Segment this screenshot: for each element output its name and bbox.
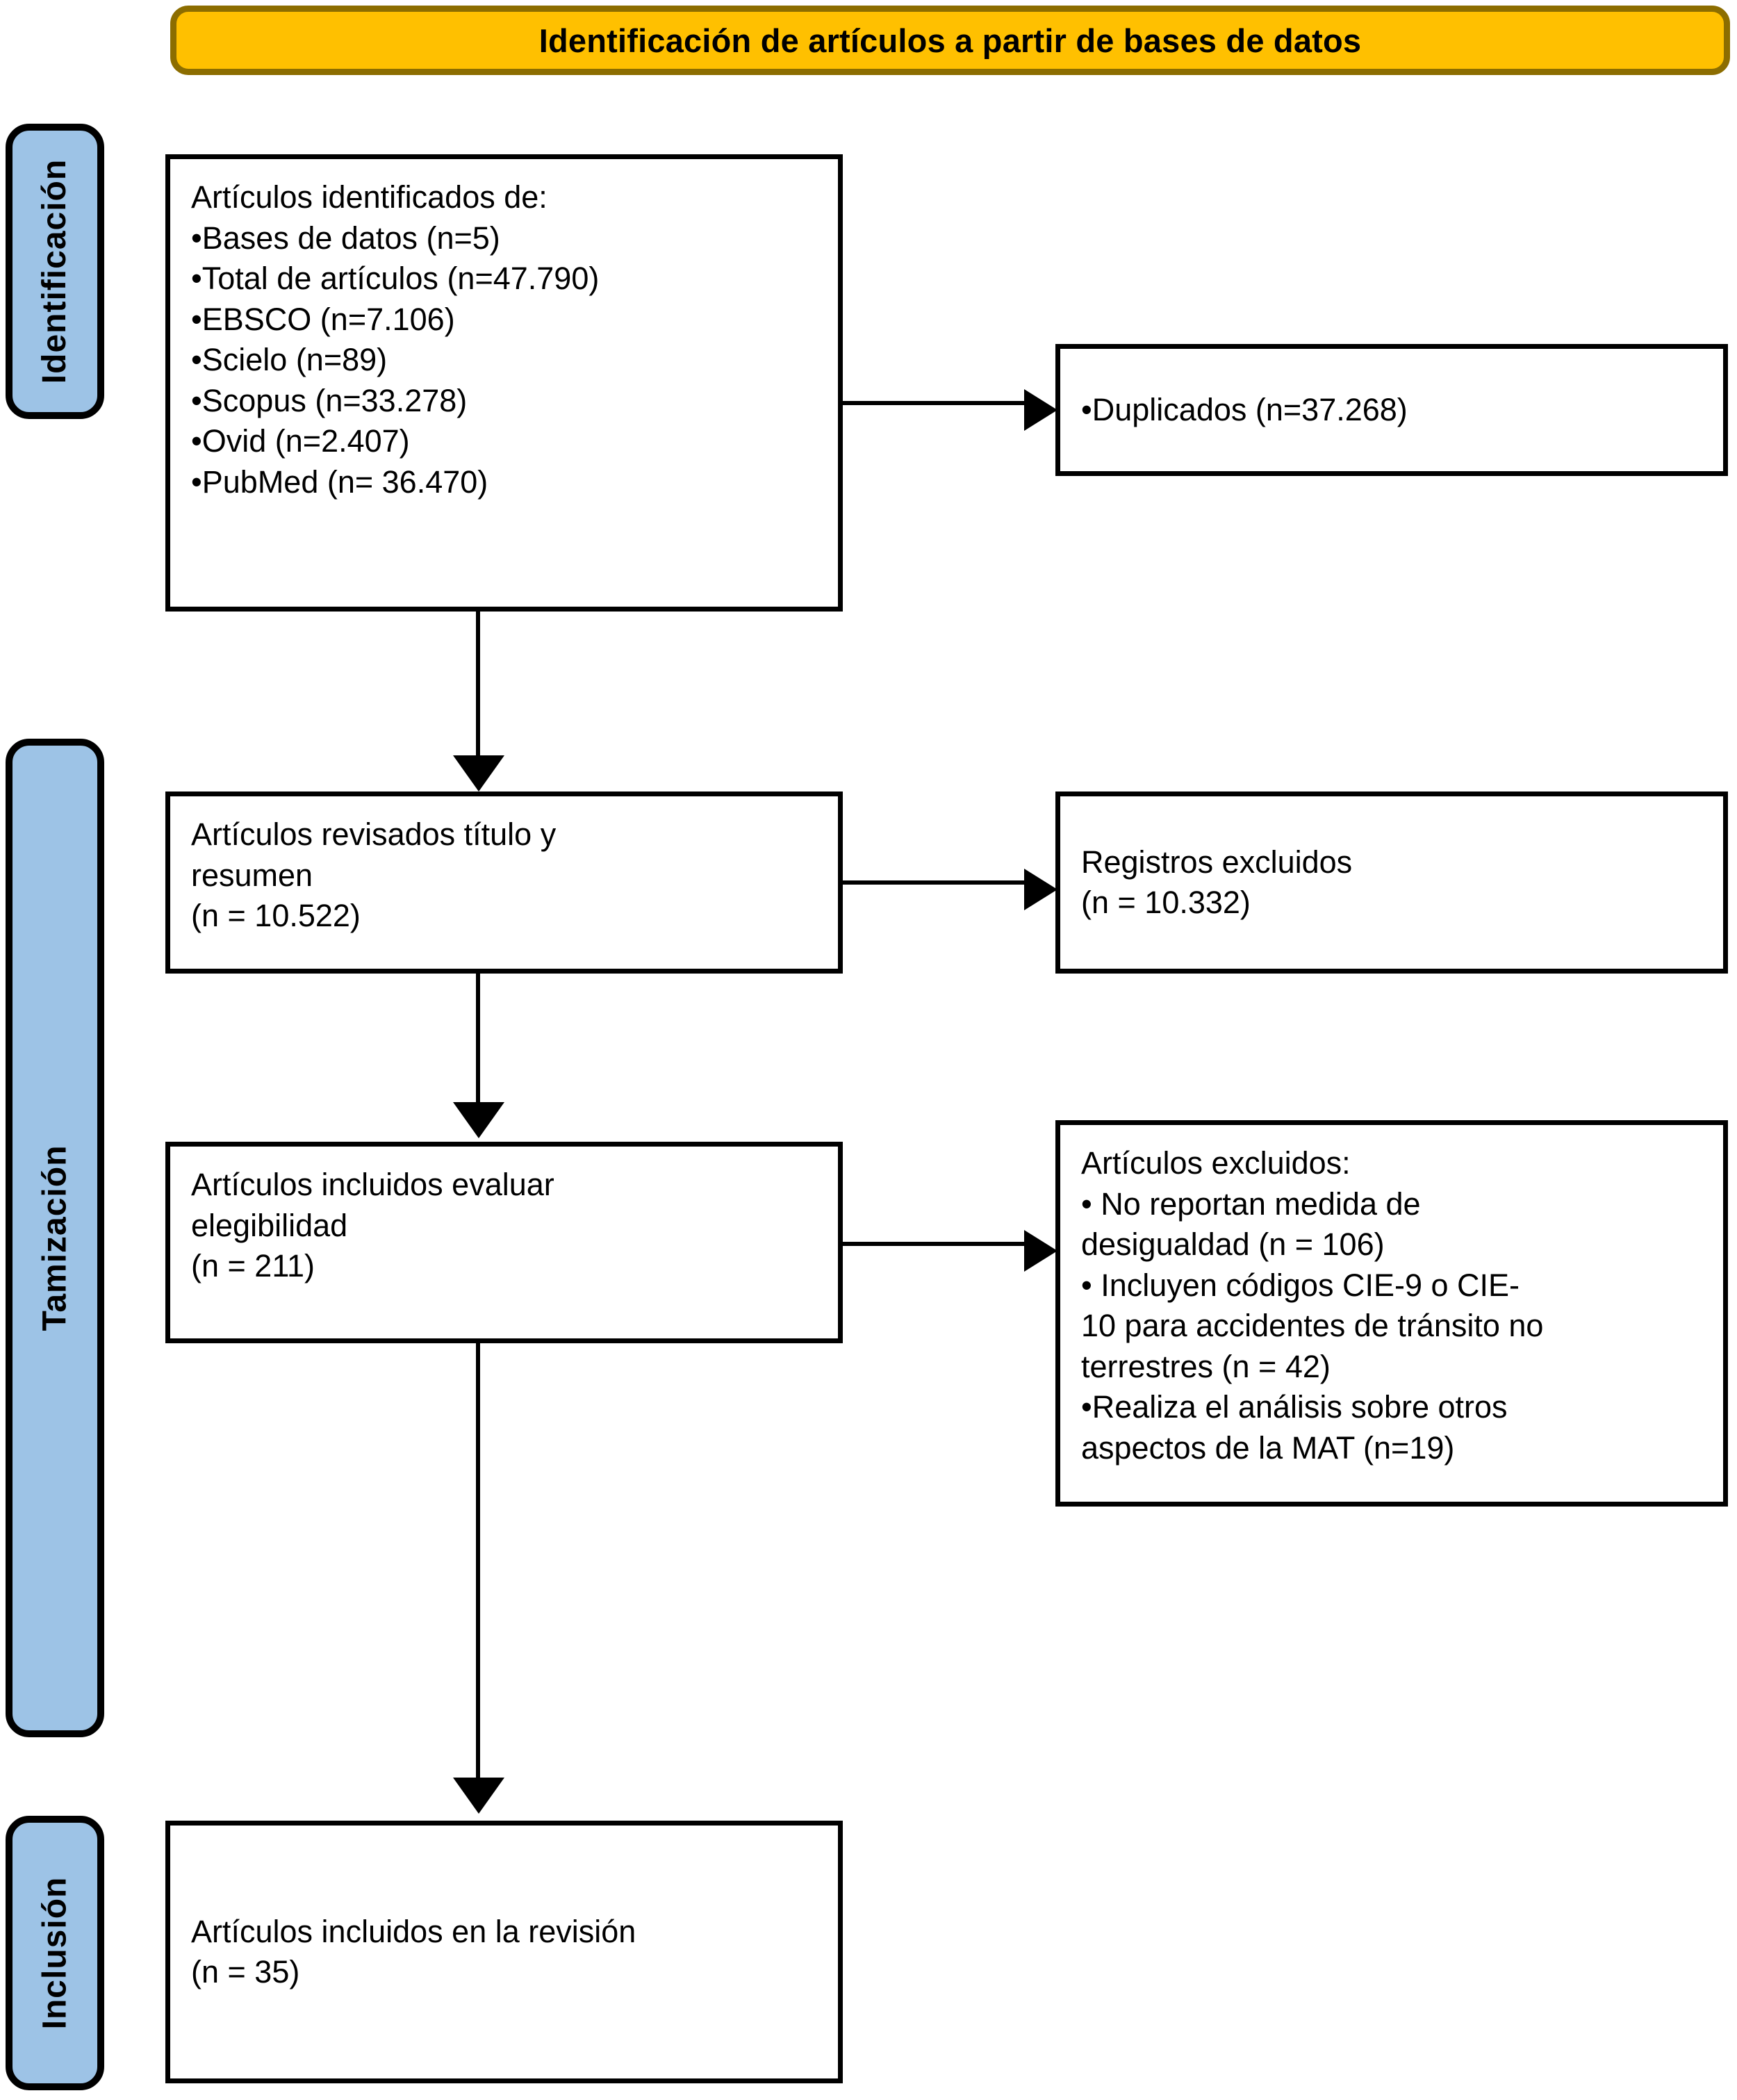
connector-screened-to-eligibility-line — [476, 974, 480, 1106]
stage-label-identificacion-text: Identificación — [36, 158, 74, 384]
excluded-articles-heading: Artículos excluidos: — [1081, 1145, 1351, 1181]
screened-line-2: resumen — [191, 857, 313, 893]
screened-line-1: Artículos revisados título y — [191, 817, 557, 852]
arrow-right-icon-screened-to-excluded — [1024, 869, 1057, 910]
excluded-reason-2-line-1: • Incluyen códigos CIE-9 o CIE- — [1081, 1267, 1520, 1303]
excluded-reason-2-line-3: terrestres (n = 42) — [1081, 1348, 1331, 1384]
stage-label-tamizacion: Tamización — [6, 739, 104, 1737]
eligibility-line-1: Artículos incluidos evaluar — [191, 1167, 554, 1202]
excluded-reason-2-line-2: 10 para accidentes de tránsito no — [1081, 1308, 1544, 1343]
included-count: (n = 35) — [191, 1954, 300, 1990]
excluded-reason-3-line-1: •Realiza el análisis sobre otros — [1081, 1389, 1508, 1425]
connector-screened-to-excluded-line — [843, 880, 1029, 885]
diagram-title: Identificación de artículos a partir de … — [538, 22, 1362, 59]
excluded-reason-1-line-1: • No reportan medida de — [1081, 1186, 1421, 1222]
connector-identified-to-duplicates-line — [843, 401, 1029, 405]
bullet-scopus: •Scopus (n=33.278) — [191, 382, 468, 418]
box-heading: Artículos identificados de: — [191, 179, 548, 215]
bullet-ovid: •Ovid (n=2.407) — [191, 423, 410, 459]
stage-label-identificacion: Identificación — [6, 124, 104, 419]
bullet-databases: •Bases de datos (n=5) — [191, 220, 500, 256]
box-articles-identified: Artículos identificados de: •Bases de da… — [165, 154, 843, 612]
connector-identified-to-screened-line — [476, 612, 480, 759]
eligibility-count: (n = 211) — [191, 1248, 315, 1283]
excluded-records-label: Registros excluidos — [1081, 844, 1353, 880]
stage-label-inclusion: Inclusión — [6, 1816, 104, 2090]
stage-label-tamizacion-text: Tamización — [36, 1145, 74, 1331]
arrow-down-icon-screened-to-eligibility — [453, 1102, 504, 1138]
excluded-reason-1-line-2: desigualdad (n = 106) — [1081, 1227, 1385, 1262]
box-excluded-articles: Artículos excluidos: • No reportan medid… — [1055, 1120, 1728, 1507]
included-label: Artículos incluidos en la revisión — [191, 1913, 636, 1949]
arrow-down-icon-identified-to-screened — [453, 755, 504, 791]
arrow-down-icon-eligibility-to-included — [453, 1778, 504, 1814]
box-articles-screened: Artículos revisados título y resumen (n … — [165, 791, 843, 974]
excluded-reason-3-line-2: aspectos de la MAT (n=19) — [1081, 1429, 1455, 1466]
arrow-right-icon-identified-to-duplicates — [1024, 389, 1057, 431]
excluded-records-count: (n = 10.332) — [1081, 885, 1251, 920]
box-articles-eligibility: Artículos incluidos evaluar elegibilidad… — [165, 1142, 843, 1343]
diagram-title-banner: Identificación de artículos a partir de … — [170, 6, 1730, 75]
stage-label-inclusion-text: Inclusión — [36, 1876, 74, 2030]
connector-eligibility-to-excluded-line — [843, 1242, 1029, 1246]
bullet-total-articles: •Total de artículos (n=47.790) — [191, 261, 600, 296]
bullet-ebsco: •EBSCO (n=7.106) — [191, 301, 455, 337]
bullet-scielo: •Scielo (n=89) — [191, 342, 388, 377]
bullet-pubmed: •PubMed (n= 36.470) — [191, 464, 488, 500]
box-excluded-records: Registros excluidos (n = 10.332) — [1055, 791, 1728, 974]
arrow-right-icon-eligibility-to-excluded — [1024, 1230, 1057, 1272]
box-duplicates: •Duplicados (n=37.268) — [1055, 344, 1728, 476]
box-articles-included: Artículos incluidos en la revisión (n = … — [165, 1821, 843, 2083]
eligibility-line-2: elegibilidad — [191, 1207, 348, 1243]
bullet-duplicates: •Duplicados (n=37.268) — [1081, 391, 1408, 427]
screened-count: (n = 10.522) — [191, 898, 361, 933]
connector-eligibility-to-included-line — [476, 1343, 480, 1781]
